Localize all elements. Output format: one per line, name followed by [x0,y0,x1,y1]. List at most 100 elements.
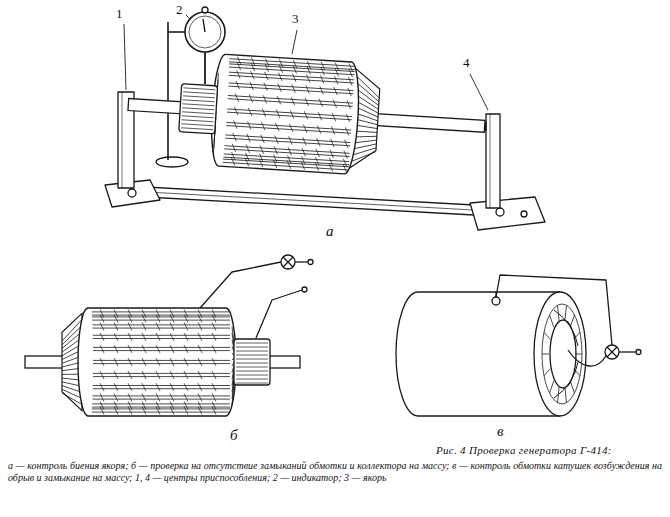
slot-wedge [212,345,216,353]
core-slot [223,162,349,170]
slot-wedge [315,149,319,157]
slot-wedge [276,110,280,118]
slot-wedge [170,358,174,366]
commutator-bar [236,375,268,376]
field-coil [554,310,578,346]
pole-line [570,381,574,394]
slot-wedge [128,345,132,353]
slot-wedge [317,126,321,134]
pole-line [574,332,580,339]
pole-line [565,305,567,321]
slot-wedge [302,148,306,156]
armature-core [209,54,362,175]
slot-wedge [249,94,253,102]
field-coil [554,362,578,398]
slot-wedge [333,87,337,95]
test-lamp [605,345,619,359]
slot-wedge [170,407,174,415]
core-slot [92,407,230,408]
pole-line [565,387,567,403]
slot-wedge [273,160,277,168]
slot-wedge [274,136,278,144]
indicator-hand [203,19,205,32]
slot-wedge [142,358,146,366]
slot-wedge [262,109,266,117]
slot-wedge [259,159,263,167]
core-slot [93,395,230,396]
core-slot [93,399,230,400]
slot-wedge [260,135,264,143]
test-lamp [281,255,295,269]
slot-wedge [346,100,350,108]
slot-wedge [100,407,104,415]
slot-wedge [156,333,160,341]
test-lamp-cross [283,257,293,267]
slot-wedge [156,407,160,415]
figure-title: Рис. 4 Проверка генератора Г-414: [436,444,612,456]
slot-wedge [344,140,348,148]
core-slot [93,373,230,374]
core-slot [92,320,230,321]
slot-wedge [249,82,253,90]
stator-pole-ring [542,304,582,404]
core-slot [93,338,230,339]
slot-wedge [212,383,216,391]
slot-wedge [315,162,319,170]
armature-core [78,308,236,416]
slot-wedge [348,69,352,77]
commutator-bar [183,92,215,94]
core-slot [93,324,230,325]
slot-wedge [170,333,174,341]
slot-wedge [305,98,309,106]
slot-wedge [170,315,174,323]
pole-line [570,315,574,328]
slot-wedge [263,83,267,91]
subfigure-letter: а [326,224,334,239]
commutator-bar [236,383,268,384]
stator-coils [542,305,582,402]
slot-wedge [156,315,160,323]
slot-wedge [288,147,292,155]
pole-line [550,315,554,328]
slot-wedge [198,315,202,323]
slot-wedge [260,145,264,153]
slot-wedge [345,127,349,135]
fixture-rail [128,186,492,216]
slot-wedge [184,407,188,415]
slot-wedge [156,322,160,330]
stator-face [534,292,586,416]
slot-wedge [100,383,104,391]
slot-wedge [198,322,202,330]
test-lamp-cross [607,347,617,357]
slot-wedge [348,77,352,85]
slot-wedge [287,161,291,169]
slot-wedge [212,407,216,415]
pole-line [558,387,560,403]
indicator-base [156,157,188,167]
slot-wedge [251,63,255,71]
slot-wedge [170,383,174,391]
slot-wedge [184,358,188,366]
slot-wedge [114,358,118,366]
commutator [179,84,218,134]
fixture-stand-edge [490,114,491,208]
slot-wedge [320,75,324,83]
slot-wedge [100,345,104,353]
slot-wedge [332,113,336,121]
slot-wedge [288,136,292,144]
slot-wedge [128,407,132,415]
slot-wedge [142,371,146,379]
figure-caption: а — контроль биения якоря; б — проверка … [8,460,662,484]
bolt [496,208,504,216]
commutator-bar [181,124,213,126]
slot-wedge [319,99,323,107]
fixture-rail-edge [128,191,492,211]
leader-line [292,30,297,54]
slot-wedge [128,358,132,366]
wire-terminal [302,287,307,292]
pole-line [542,354,549,355]
core-slot [92,315,230,316]
slot-wedge [275,123,279,131]
